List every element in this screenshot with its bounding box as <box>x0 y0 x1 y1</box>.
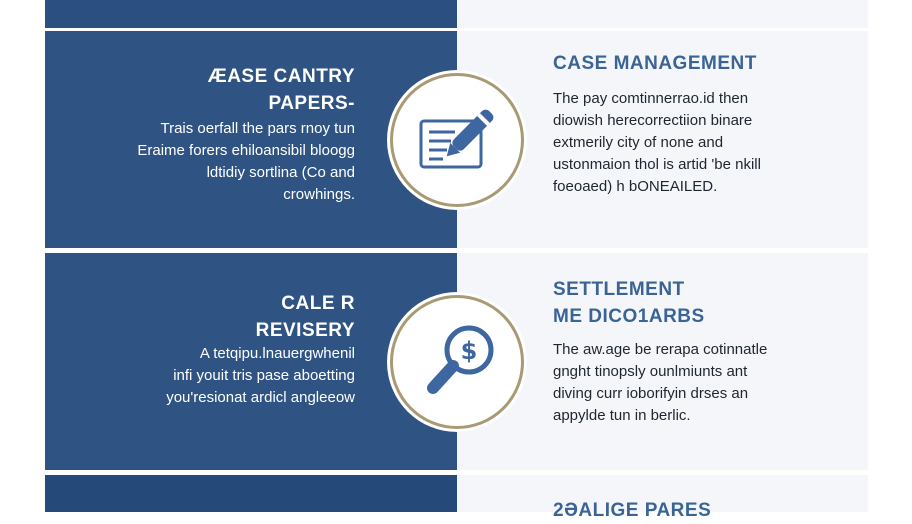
right-panel-bottom <box>457 475 868 512</box>
left-panel-case-cantry <box>45 31 457 248</box>
section1-left-title: ÆASE CANTRY PAPERS- <box>207 66 355 114</box>
right-panel-settlement <box>457 253 868 470</box>
right-panel-top <box>457 0 868 28</box>
section1-right-body: The pay comtinnerrao.id then diowish her… <box>553 90 761 195</box>
right-panel-case-management <box>457 31 868 248</box>
section2-left-body: A tetqipu.lnauergwhenil infi youit tris … <box>166 345 355 406</box>
document-pen-icon <box>390 73 524 207</box>
section3-right-title: 2ƏALIGE PARES <box>553 500 712 521</box>
svg-text:$: $ <box>461 337 478 365</box>
section2-left-title: CALE R REVISERY <box>255 293 355 341</box>
section2-right-title: SETTLEMENT ME DICO1ARBS <box>553 279 705 327</box>
left-panel-bottom <box>45 475 457 512</box>
section1-left-body: Trais oerfall the pars rnoy tun Eraime f… <box>137 120 355 203</box>
infographic: ÆASE CANTRY PAPERS- Trais oerfall the pa… <box>45 0 868 521</box>
section1-right-title: CASE MANAGEMENT <box>553 53 757 74</box>
left-panel-top <box>45 0 457 28</box>
magnifier-dollar-icon: $ <box>390 295 524 429</box>
section2-right-body: The aw.age be rerapa cotinnatle gnght ti… <box>553 341 768 424</box>
left-panel-revisery <box>45 253 457 470</box>
